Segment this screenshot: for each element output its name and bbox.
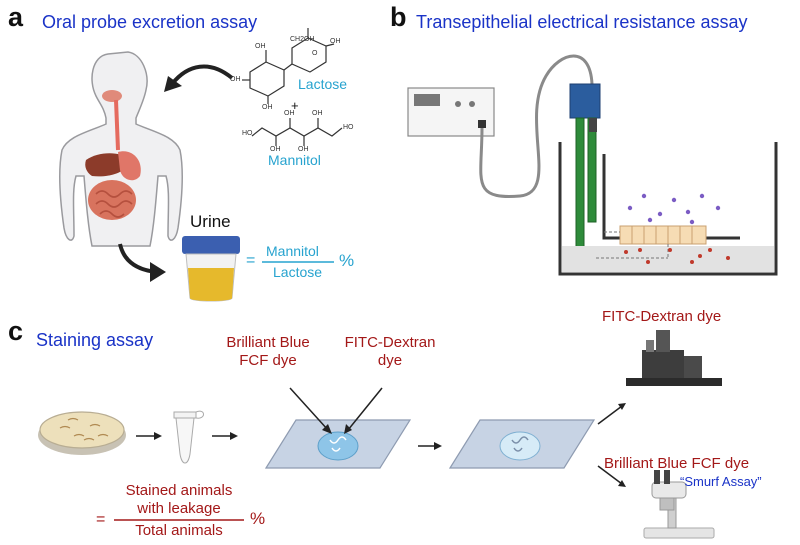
percent-sign-c: % (250, 509, 266, 528)
atom-label: OH (312, 110, 323, 117)
atom-label: OH (255, 43, 266, 50)
stereo-microscope-icon (643, 470, 715, 539)
cell-insert (602, 154, 738, 240)
atom-label: HO (242, 130, 253, 137)
microscope-slide-stained (264, 419, 412, 469)
brilliant-blue-label: Brilliant Blue FCF dye (604, 455, 750, 472)
lactose-structure (242, 28, 335, 104)
atom-label: OH (270, 146, 281, 153)
outer-well (558, 142, 778, 276)
human-body-illustration (59, 51, 183, 247)
ohmmeter-device (407, 87, 495, 137)
fluorescence-microscope-icon (626, 330, 722, 386)
ratio-numerator: Mannitol (266, 243, 319, 259)
equals-sign-c: = (96, 511, 106, 528)
atom-label: HO (343, 124, 354, 131)
dye1-line2: FCF dye (239, 352, 297, 369)
arrow-molecules-to-body (170, 64, 234, 86)
leakage-formula-denominator: Total animals (135, 522, 223, 539)
dye1-line1: Brilliant Blue (226, 334, 310, 351)
atom-label: OH (230, 76, 241, 83)
mannitol-label: Mannitol (268, 152, 321, 168)
dye2-label: FITC-Dextran dye (338, 334, 442, 370)
atom-label: OH (262, 104, 273, 111)
ratio-denominator: Lactose (273, 264, 323, 280)
urine-cup-icon (182, 236, 240, 302)
plus-sign: + (291, 98, 299, 113)
panel-c-title: Staining assay (36, 330, 154, 350)
atom-label: OH (298, 146, 309, 153)
electrode-head (569, 83, 601, 119)
atom-label: OH (330, 38, 341, 45)
atom-label: CH2OH (290, 36, 315, 43)
panel-letter-a: a (8, 2, 24, 32)
eppendorf-tube-icon (173, 410, 204, 464)
formula-num-line2: with leakage (137, 500, 221, 517)
panel-letter-c: c (8, 316, 24, 346)
equals-sign-a: = (246, 252, 256, 269)
smurf-assay-label: “Smurf Assay” (680, 474, 762, 489)
dye2-line2: dye (377, 352, 403, 369)
percent-sign-a: % (339, 251, 355, 270)
atom-label: OH (284, 110, 295, 117)
lactose-label: Lactose (298, 76, 348, 92)
microscope-slide-mounted (448, 419, 596, 469)
electrode-cable (479, 54, 594, 198)
fitc-dextran-label: FITC-Dextran dye (602, 308, 722, 325)
dye2-line1: FITC-Dextran (344, 334, 436, 351)
atom-label: O (312, 50, 318, 57)
mannitol-structure (251, 118, 343, 146)
dye1-label: Brilliant Blue FCF dye (212, 334, 324, 370)
petri-dish-icon (38, 411, 126, 455)
panel-a-title: Oral probe excretion assay (42, 12, 258, 32)
leakage-formula-numerator: Stained animals with leakage (110, 482, 248, 518)
panel-b-title: Transepithelial electrical resistance as… (416, 12, 748, 32)
panel-letter-b: b (390, 2, 407, 32)
formula-num-line1: Stained animals (125, 482, 233, 499)
tracer-particles (627, 193, 721, 225)
urine-label: Urine (190, 212, 231, 231)
